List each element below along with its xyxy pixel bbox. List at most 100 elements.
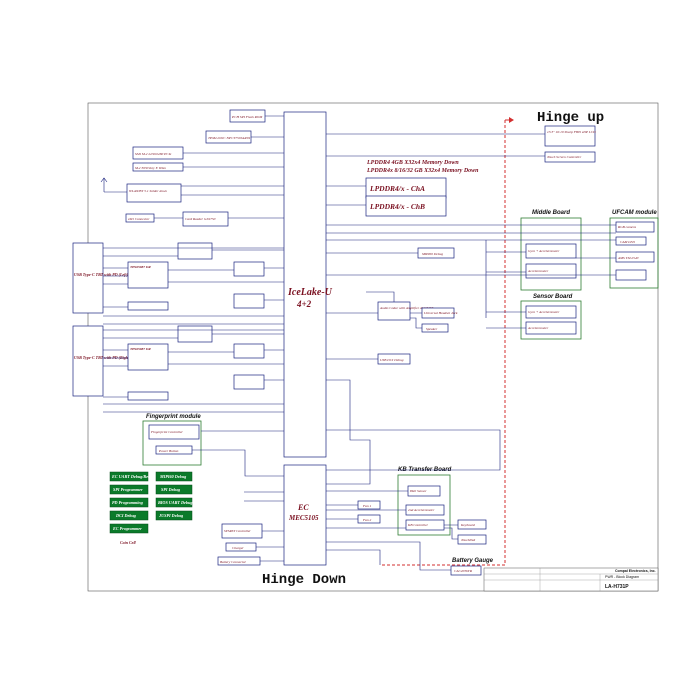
- keyboard-label: Keyboard: [460, 523, 475, 527]
- accel2-label: 2nd Accelerometer: [408, 508, 435, 512]
- usb-right-pd-rom: [233, 374, 265, 390]
- debug-btn-8-label: EC Programmer: [112, 526, 142, 531]
- display-wires: [326, 133, 545, 157]
- ec-block: [283, 464, 327, 566]
- cam-led-block: [615, 236, 647, 246]
- battery-gauge-heading: Battery Gauge: [452, 558, 494, 564]
- debug-btn-2[interactable]: [109, 484, 149, 495]
- usb-left-pd: [127, 261, 169, 289]
- usb-right-wires: [103, 329, 284, 413]
- ec-name: EC: [297, 503, 309, 512]
- middle-board-heading: Middle Board: [532, 210, 570, 216]
- debug-btn-5[interactable]: [155, 497, 193, 508]
- debug-btn-5-label: BIOS UART Debug: [157, 500, 192, 505]
- debug-btn-0[interactable]: [109, 471, 149, 482]
- title-doc: LA-H731P: [605, 584, 629, 590]
- usb-left-wires: [103, 247, 284, 325]
- usb-left-rt-rom: [233, 261, 265, 277]
- ufcam-ic-block: [615, 269, 647, 281]
- keyboard-block: [457, 519, 487, 530]
- touch-controller-label: Touch Screen Controller: [547, 155, 582, 159]
- usb-right-title: USB Type-C TBT with PD (Right): [74, 355, 131, 360]
- memory-chb: LPDDR4/x - ChB: [369, 202, 425, 211]
- debug-btn-3-label: SPI Debug: [161, 487, 180, 492]
- rgb-camera-block: [615, 221, 655, 233]
- memory-line1: LPDDR4 4GB X32x4 Memory Down: [366, 160, 459, 166]
- usb-right-mux: TPS65987 DR: [130, 347, 151, 351]
- debug-btn-4-label: PD Programming: [112, 500, 143, 505]
- middle-board-frame: [520, 217, 582, 291]
- usb-left-title: USB Type-C TBT with PD (Left): [74, 272, 129, 277]
- sensor-board-frame: [520, 300, 582, 340]
- headset-jack-label: Universal Headset Jack: [424, 311, 458, 315]
- usb-right-pd: [127, 343, 169, 371]
- wlan-bt-block: [126, 183, 182, 203]
- debug-btn-7[interactable]: [155, 510, 193, 521]
- fingerprint-wires: [192, 430, 284, 477]
- sensor-accel-label: Accelerometer: [527, 326, 549, 330]
- debug-btn-6-label: DCI Debug: [115, 513, 136, 518]
- usb-right-group: USB Type-C TBT with PD (Right) TPS65987 …: [72, 325, 265, 401]
- spi-rom-label: PCH SPI Flash ROM: [231, 115, 263, 119]
- touchpad-block: [457, 534, 487, 545]
- power-button-label: Power Button: [158, 449, 179, 453]
- sensor-gyro-label: Gyro + Accelerometer: [528, 310, 560, 314]
- usb-dci-label: USB DCI Debug: [380, 358, 404, 362]
- usb-right-retimer: [177, 325, 213, 343]
- audio-wires: [326, 291, 422, 329]
- memory-line2: LPDDR4x 8/16/32 GB X32x4 Memory Down: [366, 168, 479, 174]
- card-reader-label: Card Reader GL9750: [185, 217, 216, 221]
- fingerprint-controller: Fingerprint Controller: [150, 430, 183, 434]
- cpu-block: [283, 111, 327, 458]
- left-bus-wires: [154, 115, 284, 219]
- fingerprint-controller-block: [148, 424, 200, 440]
- usb-right-rt-rom: [233, 343, 265, 359]
- hinge-down-heading: Hinge Down: [262, 572, 346, 588]
- touchpad-label: TouchPad: [461, 538, 475, 542]
- audio-codec-label: Audio Codec with Amplifier ALC3253: [379, 306, 434, 310]
- fingerprint-module-frame: [142, 420, 202, 466]
- hinge-line: [380, 120, 506, 566]
- title-block: Compal Electronics, Inc. PWR - Block Dia…: [483, 567, 659, 592]
- coin-cell-label: Coin Cell: [120, 540, 137, 545]
- debug-btn-3[interactable]: [155, 484, 193, 495]
- tpm-label: TPM2.0/I2C NPCT750JAAYX: [208, 136, 251, 140]
- touch-controller-block: [544, 151, 596, 163]
- fan2-label: Fan 2: [362, 518, 372, 522]
- fingerprint-heading: Fingerprint module: [146, 414, 201, 420]
- lcd-block: [544, 125, 596, 147]
- title-block-frame: [483, 567, 659, 592]
- ssd-label: SSD M.2 2230/2280 PCIe: [135, 152, 172, 156]
- debug-btn-4[interactable]: [109, 497, 149, 508]
- mipi60-label: MIPI60 Debug: [421, 252, 443, 256]
- hinge-arrow-head: [509, 117, 514, 123]
- als-label: AMS TSL2540: [617, 256, 639, 260]
- cam-led-label: CAM LED: [620, 240, 635, 244]
- middle-accel-block: [525, 263, 577, 279]
- debug-btn-8[interactable]: [109, 523, 149, 534]
- debug-btn-7-label: JUSPI Debug: [158, 513, 183, 518]
- antenna-wire: [100, 177, 127, 193]
- speaker-label: Speaker: [426, 327, 438, 331]
- usb-right-connector: [72, 325, 104, 397]
- rgb-camera-label: RGB camera: [617, 225, 636, 229]
- debug-btn-1[interactable]: [155, 471, 193, 482]
- memory-cha: LPDDR4/x - ChA: [369, 184, 425, 193]
- camera-sensor-wires: [326, 224, 616, 318]
- sensor-board-heading: Sensor Board: [533, 294, 573, 300]
- charger-label: Charger: [232, 546, 244, 550]
- usb-left-connector: [72, 242, 104, 314]
- debug-btn-2-label: SPI Programmer: [113, 487, 143, 492]
- debug-btn-1-label: MIPI60 Debug: [159, 474, 186, 479]
- sensor-board-wires: [486, 311, 526, 329]
- battery-connector-label: Battery Connector: [220, 560, 247, 564]
- title-block-grid: [484, 568, 658, 591]
- usb-right-mux-chip: [127, 391, 169, 401]
- left-blocks: PCH SPI Flash ROM TPM2.0/I2C NPCT750JAAY…: [125, 109, 266, 227]
- debug-btn-6[interactable]: [109, 510, 149, 521]
- battery-gauge-block: [450, 565, 482, 576]
- wlan-m2-label: M.2 3030 Key E Wlan: [134, 166, 166, 170]
- middle-accel-label: Accelerometer: [527, 269, 549, 273]
- hinge-up-heading: Hinge up: [537, 110, 604, 126]
